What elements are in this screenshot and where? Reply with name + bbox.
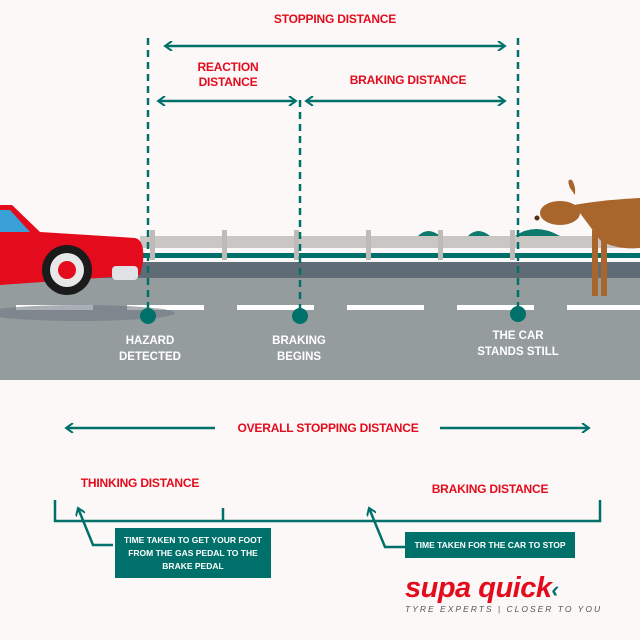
stop-dot xyxy=(510,306,526,322)
label-line: HAZARD xyxy=(125,335,175,347)
braking-distance-label-top: BRAKING DISTANCE xyxy=(349,73,467,87)
supa-quick-logo: supa quick‹ xyxy=(405,572,605,605)
car-stands-still-label: THE CAR STANDS STILL xyxy=(458,328,578,360)
braking-note-box: TIME TAKEN FOR THE CAR TO STOP xyxy=(405,532,575,558)
thinking-distance-label: THINKING DISTANCE xyxy=(80,476,200,490)
stopping-distance-label: STOPPING DISTANCE xyxy=(273,12,397,26)
reaction-line-1: REACTION xyxy=(197,60,259,74)
reaction-line-2: DISTANCE xyxy=(198,75,258,89)
brand-tagline: TYRE EXPERTS | CLOSER TO YOU xyxy=(405,604,603,614)
note-line: BRAKE PEDAL xyxy=(162,560,224,571)
braking-begins-label: BRAKING BEGINS xyxy=(249,333,349,365)
road xyxy=(0,262,640,380)
overall-stopping-distance-label: OVERALL STOPPING DISTANCE xyxy=(237,421,419,435)
braking-distance-label: BRAKING DISTANCE xyxy=(431,482,549,496)
braking-dot xyxy=(292,308,308,324)
timeline xyxy=(53,500,602,523)
hazard-detected-label: HAZARD DETECTED xyxy=(100,333,200,365)
road-shoulder xyxy=(0,262,640,278)
hills xyxy=(418,229,560,236)
label-line: BRAKING xyxy=(272,335,326,347)
label-line: DETECTED xyxy=(119,351,181,363)
marker-lines xyxy=(146,38,520,310)
red-car-illustration xyxy=(0,205,175,321)
reaction-distance-label: REACTION DISTANCE xyxy=(178,60,278,90)
brand-name: supa quick xyxy=(405,572,552,604)
label-line: BEGINS xyxy=(276,351,322,363)
marker-dots xyxy=(140,306,526,324)
thinking-pointer-arrow xyxy=(78,508,113,547)
braking-pointer-arrow xyxy=(369,508,405,549)
note-line: TIME TAKEN TO GET YOUR FOOT xyxy=(124,534,262,545)
label-line: THE CAR xyxy=(492,330,544,342)
guard-rail xyxy=(140,230,640,260)
deer-illustration xyxy=(534,179,640,296)
note-line: FROM THE GAS PEDAL TO THE xyxy=(128,547,258,558)
thinking-note-box: TIME TAKEN TO GET YOUR FOOT FROM THE GAS… xyxy=(115,528,271,578)
label-line: STANDS STILL xyxy=(477,346,559,358)
hazard-dot xyxy=(140,308,156,324)
logo-chevron-icon: ‹ xyxy=(551,577,559,602)
